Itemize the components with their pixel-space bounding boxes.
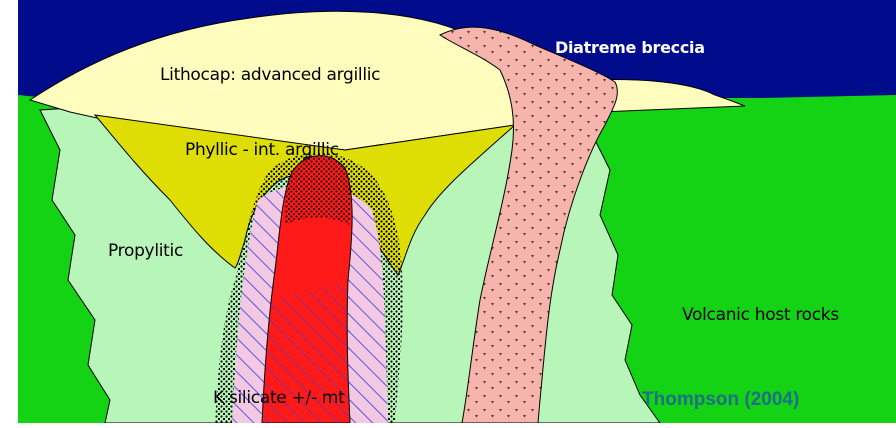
credit-label: Thompson (2004) xyxy=(642,389,799,410)
lithocap-label: Lithocap: advanced argillic xyxy=(160,65,380,85)
host-rock-label: Volcanic host rocks xyxy=(682,305,839,325)
phyllic-label: Phyllic - int. argillic xyxy=(185,140,339,160)
potassic-label: K silicate +/- mt xyxy=(213,388,345,408)
diatreme-label: Diatreme breccia xyxy=(555,38,705,57)
propylitic-label: Propylitic xyxy=(108,241,183,261)
